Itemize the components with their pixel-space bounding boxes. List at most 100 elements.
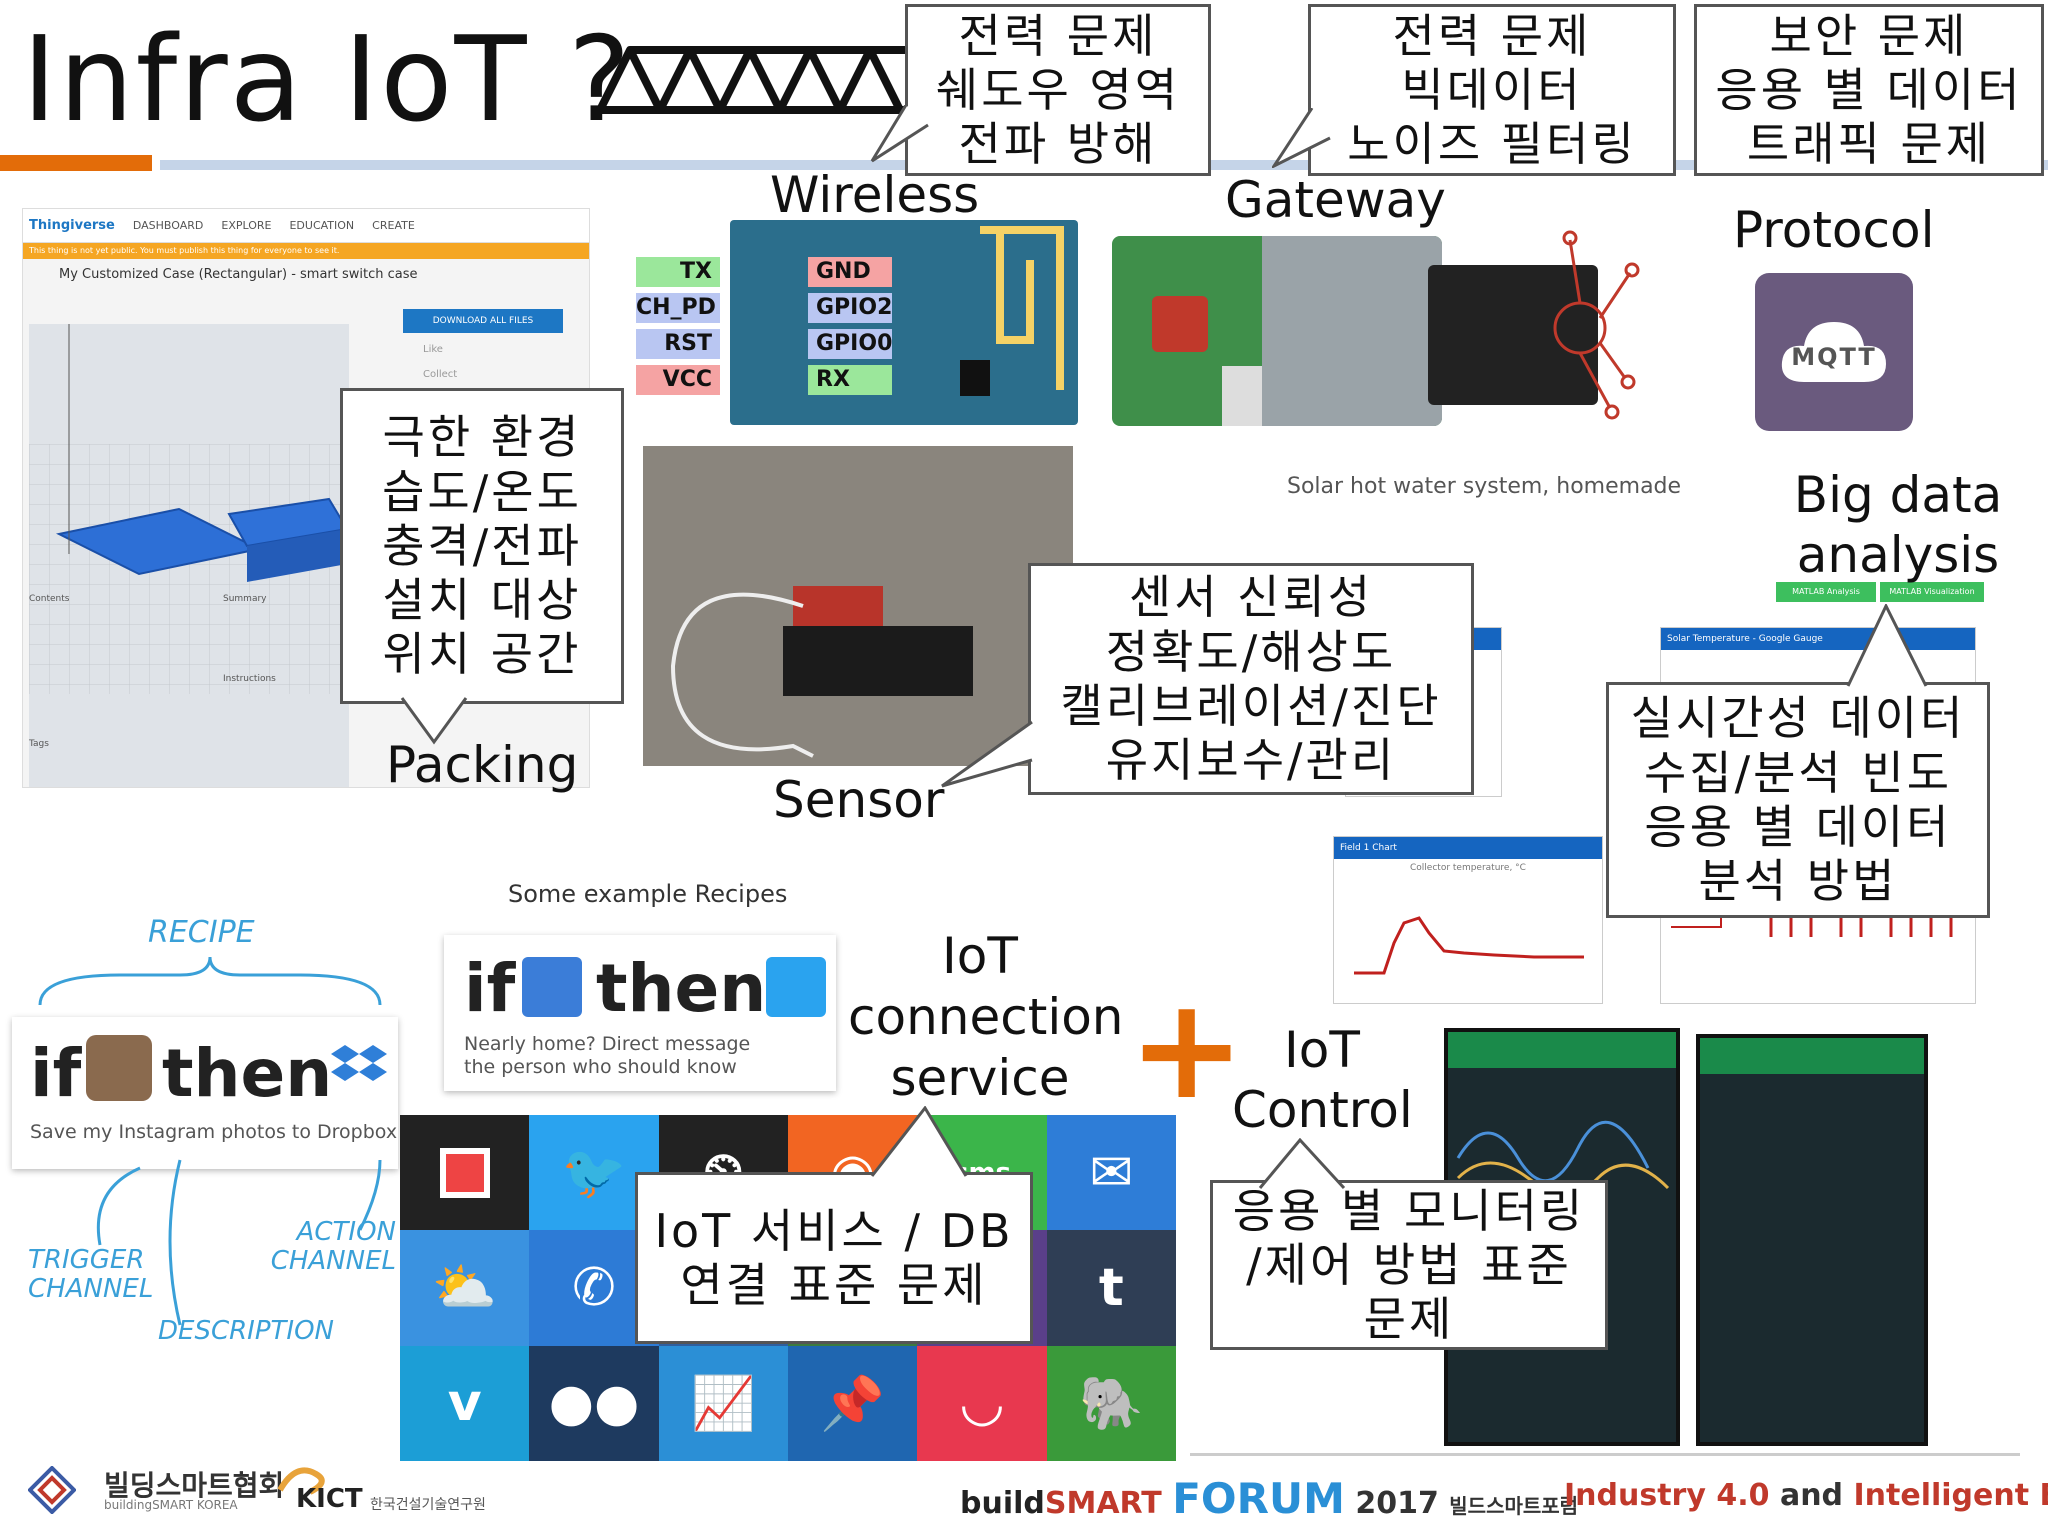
ifttt-section-title: Some example Recipes — [508, 880, 788, 908]
callout-iot-service: IoT 서비스 / DB 연결 표준 문제 — [635, 1172, 1033, 1344]
callout-line: 분석 방법 — [1698, 854, 1898, 909]
tv-contents: Contents — [29, 594, 70, 604]
matlab-analysis-button[interactable]: MATLAB Analysis — [1776, 582, 1876, 602]
esp-pin-label: VCC — [636, 365, 720, 395]
tv-tags: Tags — [29, 739, 49, 749]
email-tile[interactable]: ✉ — [1046, 1115, 1176, 1231]
footer-divider — [1190, 1453, 2020, 1456]
callout-packing: 극한 환경 습도/온도 충격/전파 설치 대상 위치 공간 — [340, 388, 624, 704]
tv-instructions: Instructions — [223, 674, 276, 684]
callout-line: 충격/전파 — [382, 518, 582, 573]
label-protocol: Protocol — [1733, 201, 1935, 259]
callout-pointer — [400, 697, 468, 745]
callout-gateway: 전력 문제 빅데이터 노이즈 필터링 — [1308, 4, 1676, 176]
stocks-tile[interactable]: 📈 — [658, 1345, 788, 1461]
callout-line: 유지보수/관리 — [1105, 733, 1397, 788]
footer-forum: buildSMART FORUM 2017 빌드스마트포럼 — [960, 1474, 1579, 1523]
callout-pointer — [941, 720, 1033, 788]
callout-line: 전파 방해 — [958, 117, 1158, 172]
antenna-trace-icon — [960, 226, 1064, 396]
vimeo-tile[interactable]: v — [400, 1345, 530, 1461]
callout-line: 센서 신뢰성 — [1128, 570, 1374, 625]
recipe-if: if — [30, 1035, 82, 1112]
label-gateway: Gateway — [1225, 171, 1446, 229]
field1-chart: Field 1 Chart Collector temperature, °C — [1333, 836, 1603, 1004]
tv-nav-item: DASHBOARD — [132, 219, 204, 232]
label-packing: Packing — [386, 736, 579, 794]
callout-line: 응용 별 데이터 — [1715, 62, 2023, 117]
callout-line: 정확도/해상도 — [1105, 624, 1397, 679]
tumblr-tile[interactable]: t — [1046, 1230, 1176, 1346]
callout-line: 응용 별 모니터링 — [1232, 1183, 1586, 1238]
tv-3d-viewer — [29, 324, 349, 787]
footer-kict-kr: 한국건설기술연구원 — [370, 1497, 486, 1513]
callout-bigdata: 실시간성 데이터 수집/분석 빈도 응용 별 데이터 분석 방법 — [1606, 682, 1990, 918]
field1-chart-plot — [1354, 916, 1584, 975]
callout-line: 습도/온도 — [382, 464, 582, 519]
label-iot-control: IoT Control — [1232, 1021, 1413, 1139]
callout-line: 캘리브레이션/진단 — [1060, 679, 1442, 733]
callout-line: 응용 별 데이터 — [1644, 800, 1952, 854]
field1-chart-header: Field 1 Chart — [1334, 837, 1602, 859]
callout-iot-control: 응용 별 모니터링 /제어 방법 표준 문제 — [1210, 1180, 1608, 1350]
callout-line: 연결 표준 문제 — [680, 1258, 988, 1312]
plus-sign: + — [1128, 968, 1246, 1131]
twitter-icon — [766, 957, 826, 1017]
phone-screenshot — [1696, 1034, 1928, 1446]
instagram-icon — [86, 1035, 152, 1101]
label-sensor: Sensor — [773, 771, 945, 829]
cloud-icon — [1781, 322, 1886, 382]
pocket-tile[interactable]: ◡ — [917, 1345, 1047, 1461]
matlab-visualization-button[interactable]: MATLAB Visualization — [1880, 582, 1984, 602]
sensor-board-image — [1428, 265, 1598, 405]
tv-3d-model-icon — [29, 324, 349, 694]
callout-pointer — [870, 1106, 968, 1177]
tv-header: Thingiverse DASHBOARD EXPLORE EDUCATION … — [23, 209, 589, 243]
recipe-desc: Save my Instagram photos to Dropbox — [30, 1121, 398, 1143]
tv-nav-item: EDUCATION — [289, 219, 355, 232]
tv-nav-item: EXPLORE — [221, 219, 272, 232]
mqtt-logo: MQTT — [1755, 273, 1913, 431]
buildingsmart-logo-icon — [27, 1465, 77, 1515]
esp-pin-label: GND — [808, 257, 892, 287]
truss-icon — [596, 46, 920, 114]
sketch-arrows — [96, 1159, 382, 1326]
esp-pin-label: CH_PD — [636, 293, 720, 323]
raspberry-logo-icon — [1152, 296, 1208, 352]
callout-pointer — [1258, 1138, 1346, 1190]
callout-line: 전력 문제 — [1392, 8, 1592, 63]
mqtt-text: MQTT — [1791, 343, 1877, 371]
weather-tile[interactable]: ⛅ — [400, 1230, 530, 1346]
esp-pin-label: TX — [636, 257, 720, 287]
recipe-card[interactable]: if then Nearly home? Direct message the … — [444, 935, 836, 1091]
evernote-tile[interactable]: 🐘 — [1046, 1345, 1176, 1461]
footer-kict: KICT — [296, 1484, 363, 1514]
recipe-card[interactable]: if then Save my Instagram photos to Drop… — [12, 1017, 398, 1169]
tv-like: Like — [423, 344, 443, 355]
callout-sensor: 센서 신뢰성 정확도/해상도 캘리브레이션/진단 유지보수/관리 — [1028, 563, 1474, 795]
tv-notice: This thing is not yet public. You must p… — [23, 243, 589, 259]
tv-download-button: DOWNLOAD ALL FILES — [403, 309, 563, 333]
pin-tile[interactable]: 📌 — [787, 1345, 918, 1461]
callout-line: 실시간성 데이터 — [1630, 691, 1966, 746]
phone-header — [1448, 1032, 1676, 1068]
location-arrow-icon — [522, 957, 582, 1017]
ifttt-tile[interactable] — [400, 1115, 530, 1231]
esp-pin-label: RST — [636, 329, 720, 359]
footer-org: 빌딩스마트협회 — [104, 1469, 285, 1502]
callout-line: 쉐도우 영역 — [935, 62, 1181, 117]
sketch-action: ACTION CHANNEL — [270, 1217, 396, 1276]
kict-logo-icon — [276, 1462, 336, 1498]
phone-header — [1700, 1038, 1924, 1074]
recipe-if: if — [464, 950, 516, 1027]
slide-title: Infra IoT ? — [22, 10, 633, 148]
recipe-desc: Nearly home? Direct message the person w… — [464, 1033, 751, 1078]
footer-industry: Industry 4.0 and Intelligent BIM — [1564, 1478, 2048, 1513]
flickr-tile[interactable]: ●● — [529, 1345, 659, 1461]
esp-pin-label: GPIO2 — [808, 293, 892, 323]
tv-collect: Collect — [423, 369, 458, 380]
sketch-brace — [38, 956, 382, 1006]
dropbox-icon — [330, 1039, 388, 1097]
tv-thing-title: My Customized Case (Rectangular) - smart… — [59, 267, 418, 282]
callout-line: IoT 서비스 / DB — [654, 1203, 1014, 1258]
